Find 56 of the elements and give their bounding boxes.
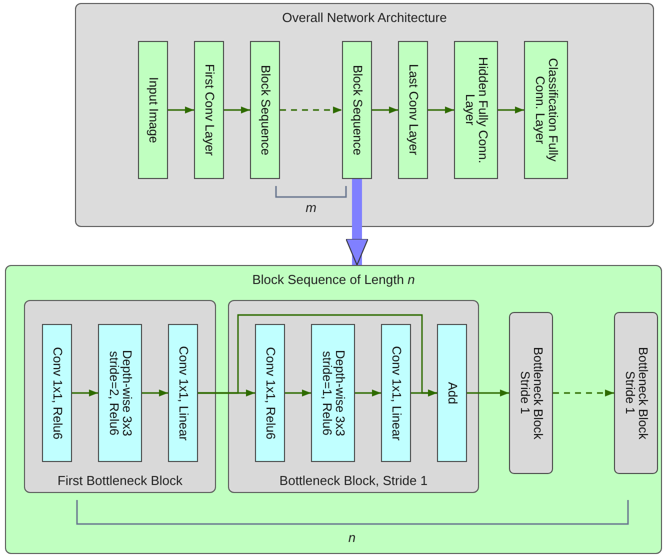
layer-box xyxy=(454,41,498,179)
layer-box xyxy=(342,41,372,179)
bracket-label: n xyxy=(348,530,356,545)
arrow xyxy=(224,106,250,114)
box-label: Add xyxy=(445,382,459,404)
box-label: Hidden Fully Conn. Layer xyxy=(462,56,490,166)
box-label: Conv 1x1, Linear xyxy=(176,346,190,440)
bottleneck-group xyxy=(228,300,479,493)
arrow xyxy=(428,106,454,114)
arrow xyxy=(553,390,614,396)
arrow xyxy=(411,390,437,396)
bottleneck-box xyxy=(614,312,658,474)
operation-box xyxy=(168,324,198,462)
arrow xyxy=(72,390,98,396)
panel-title: First Bottleneck Block xyxy=(58,473,182,488)
layer-box xyxy=(524,41,568,179)
layer-box xyxy=(138,41,168,179)
box-label: Last Conv Layer xyxy=(406,64,420,156)
box-label: First Conv Layer xyxy=(202,64,216,156)
box-label: Bottleneck Block Stride 1 xyxy=(622,346,650,442)
layer-box xyxy=(194,41,224,179)
box-label: Depth-wise 3x3 stride=1, Relu6 xyxy=(320,348,346,438)
box-label: Block Sequence xyxy=(258,64,272,156)
layer-box xyxy=(398,41,428,179)
layer-box xyxy=(250,41,280,179)
operation-box xyxy=(381,324,411,462)
box-label: Input Image xyxy=(146,76,160,143)
operation-box xyxy=(311,324,355,462)
bottleneck-group xyxy=(24,300,216,493)
operation-box xyxy=(437,324,467,462)
box-label: Conv 1x1, Linear xyxy=(389,346,403,440)
box-label: Depth-wise 3x3 stride=2, Relu6 xyxy=(106,348,134,438)
architecture-panel xyxy=(75,3,654,227)
operation-box xyxy=(42,324,72,462)
bracket-label: m xyxy=(306,200,316,215)
arrow xyxy=(467,390,509,396)
arrow xyxy=(355,390,381,396)
arrow xyxy=(498,106,524,114)
sequence-panel xyxy=(5,265,662,554)
arrow xyxy=(280,106,342,114)
operation-box xyxy=(98,324,142,462)
box-label: Bottleneck Block Stride 1 xyxy=(518,346,544,442)
box-label: Block Sequence xyxy=(350,64,364,156)
block-arrow xyxy=(346,179,368,266)
arrow xyxy=(372,106,398,114)
box-label: Conv 1x1, Relu6 xyxy=(50,346,64,440)
operation-box xyxy=(255,324,285,462)
panel-title: Bottleneck Block, Stride 1 xyxy=(279,473,428,488)
arrow xyxy=(168,106,194,114)
box-label: Conv 1x1, Relu6 xyxy=(263,346,277,440)
arrow xyxy=(142,390,168,396)
panel-title: Block Sequence of Length n xyxy=(252,272,415,287)
box-label: Classification Fully Conn. Layer xyxy=(532,57,560,164)
arrow xyxy=(285,390,311,396)
bottleneck-box xyxy=(509,312,553,474)
panel-title: Overall Network Architecture xyxy=(282,10,447,25)
